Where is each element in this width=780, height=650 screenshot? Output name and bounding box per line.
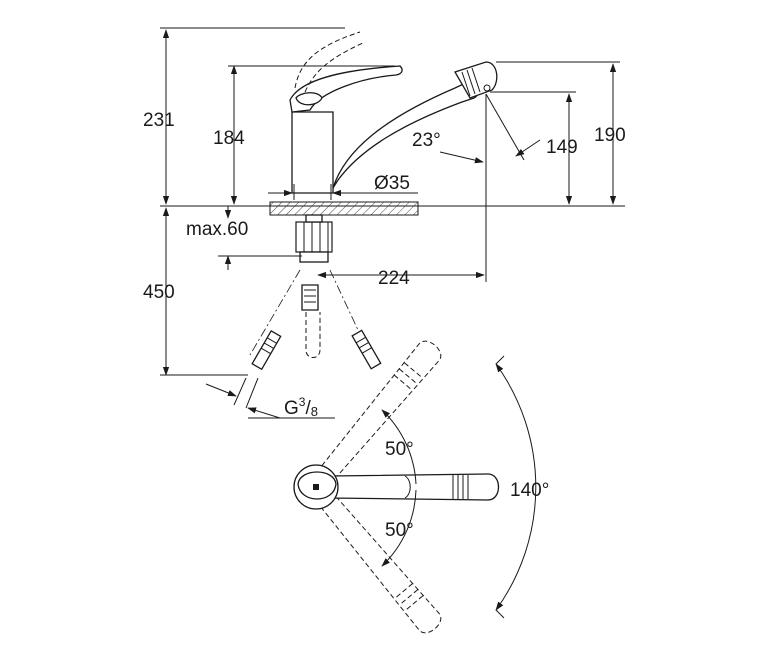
dim-224-label: 224 — [378, 268, 410, 289]
thread-leader-left — [205, 383, 237, 397]
swivel-arc-lower — [381, 489, 417, 567]
dim-450-label: 450 — [143, 282, 175, 303]
supply-hose-left — [251, 329, 282, 371]
outlet-connector — [301, 284, 319, 311]
thread-leader-right — [247, 407, 281, 419]
spout-top-view — [329, 473, 500, 501]
temperature-indicator-icon — [313, 484, 319, 490]
swivel-ghost-upper — [316, 340, 442, 485]
lever-raised-ghost — [294, 31, 366, 93]
dim-max60-label: max.60 — [186, 219, 248, 240]
faucet-spout — [332, 79, 480, 189]
thread-label: G3/8 — [284, 395, 318, 419]
angle-23-label: 23° — [412, 130, 441, 151]
swivel-right-label: 50° — [385, 520, 414, 541]
side-elevation-view: 231 184 190 149 23° Ø35 max.60 — [143, 27, 626, 419]
angle-23-arrow-right — [515, 139, 541, 157]
faucet-body — [291, 111, 334, 194]
dim-diameter-label: Ø35 — [374, 173, 410, 194]
dim-231-label: 231 — [143, 110, 175, 131]
top-view: 140° 50° 50° — [293, 340, 549, 634]
shower-hose-ghost — [305, 312, 321, 358]
dim-184-label: 184 — [213, 128, 245, 149]
dim-149-label: 149 — [546, 137, 578, 158]
swivel-left-label: 50° — [385, 439, 414, 460]
swivel-arc-upper — [381, 409, 417, 485]
supply-hose-right — [351, 329, 382, 370]
swivel-arc-140 — [495, 363, 537, 611]
swivel-total-label: 140° — [510, 480, 549, 501]
angle-23-arrow-left — [439, 151, 484, 164]
dim-190-label: 190 — [594, 125, 626, 146]
countertop — [269, 201, 419, 216]
mounting-nut — [295, 221, 333, 253]
swivel-ghost-lower — [316, 489, 442, 634]
spray-outlet-icon — [483, 84, 491, 92]
